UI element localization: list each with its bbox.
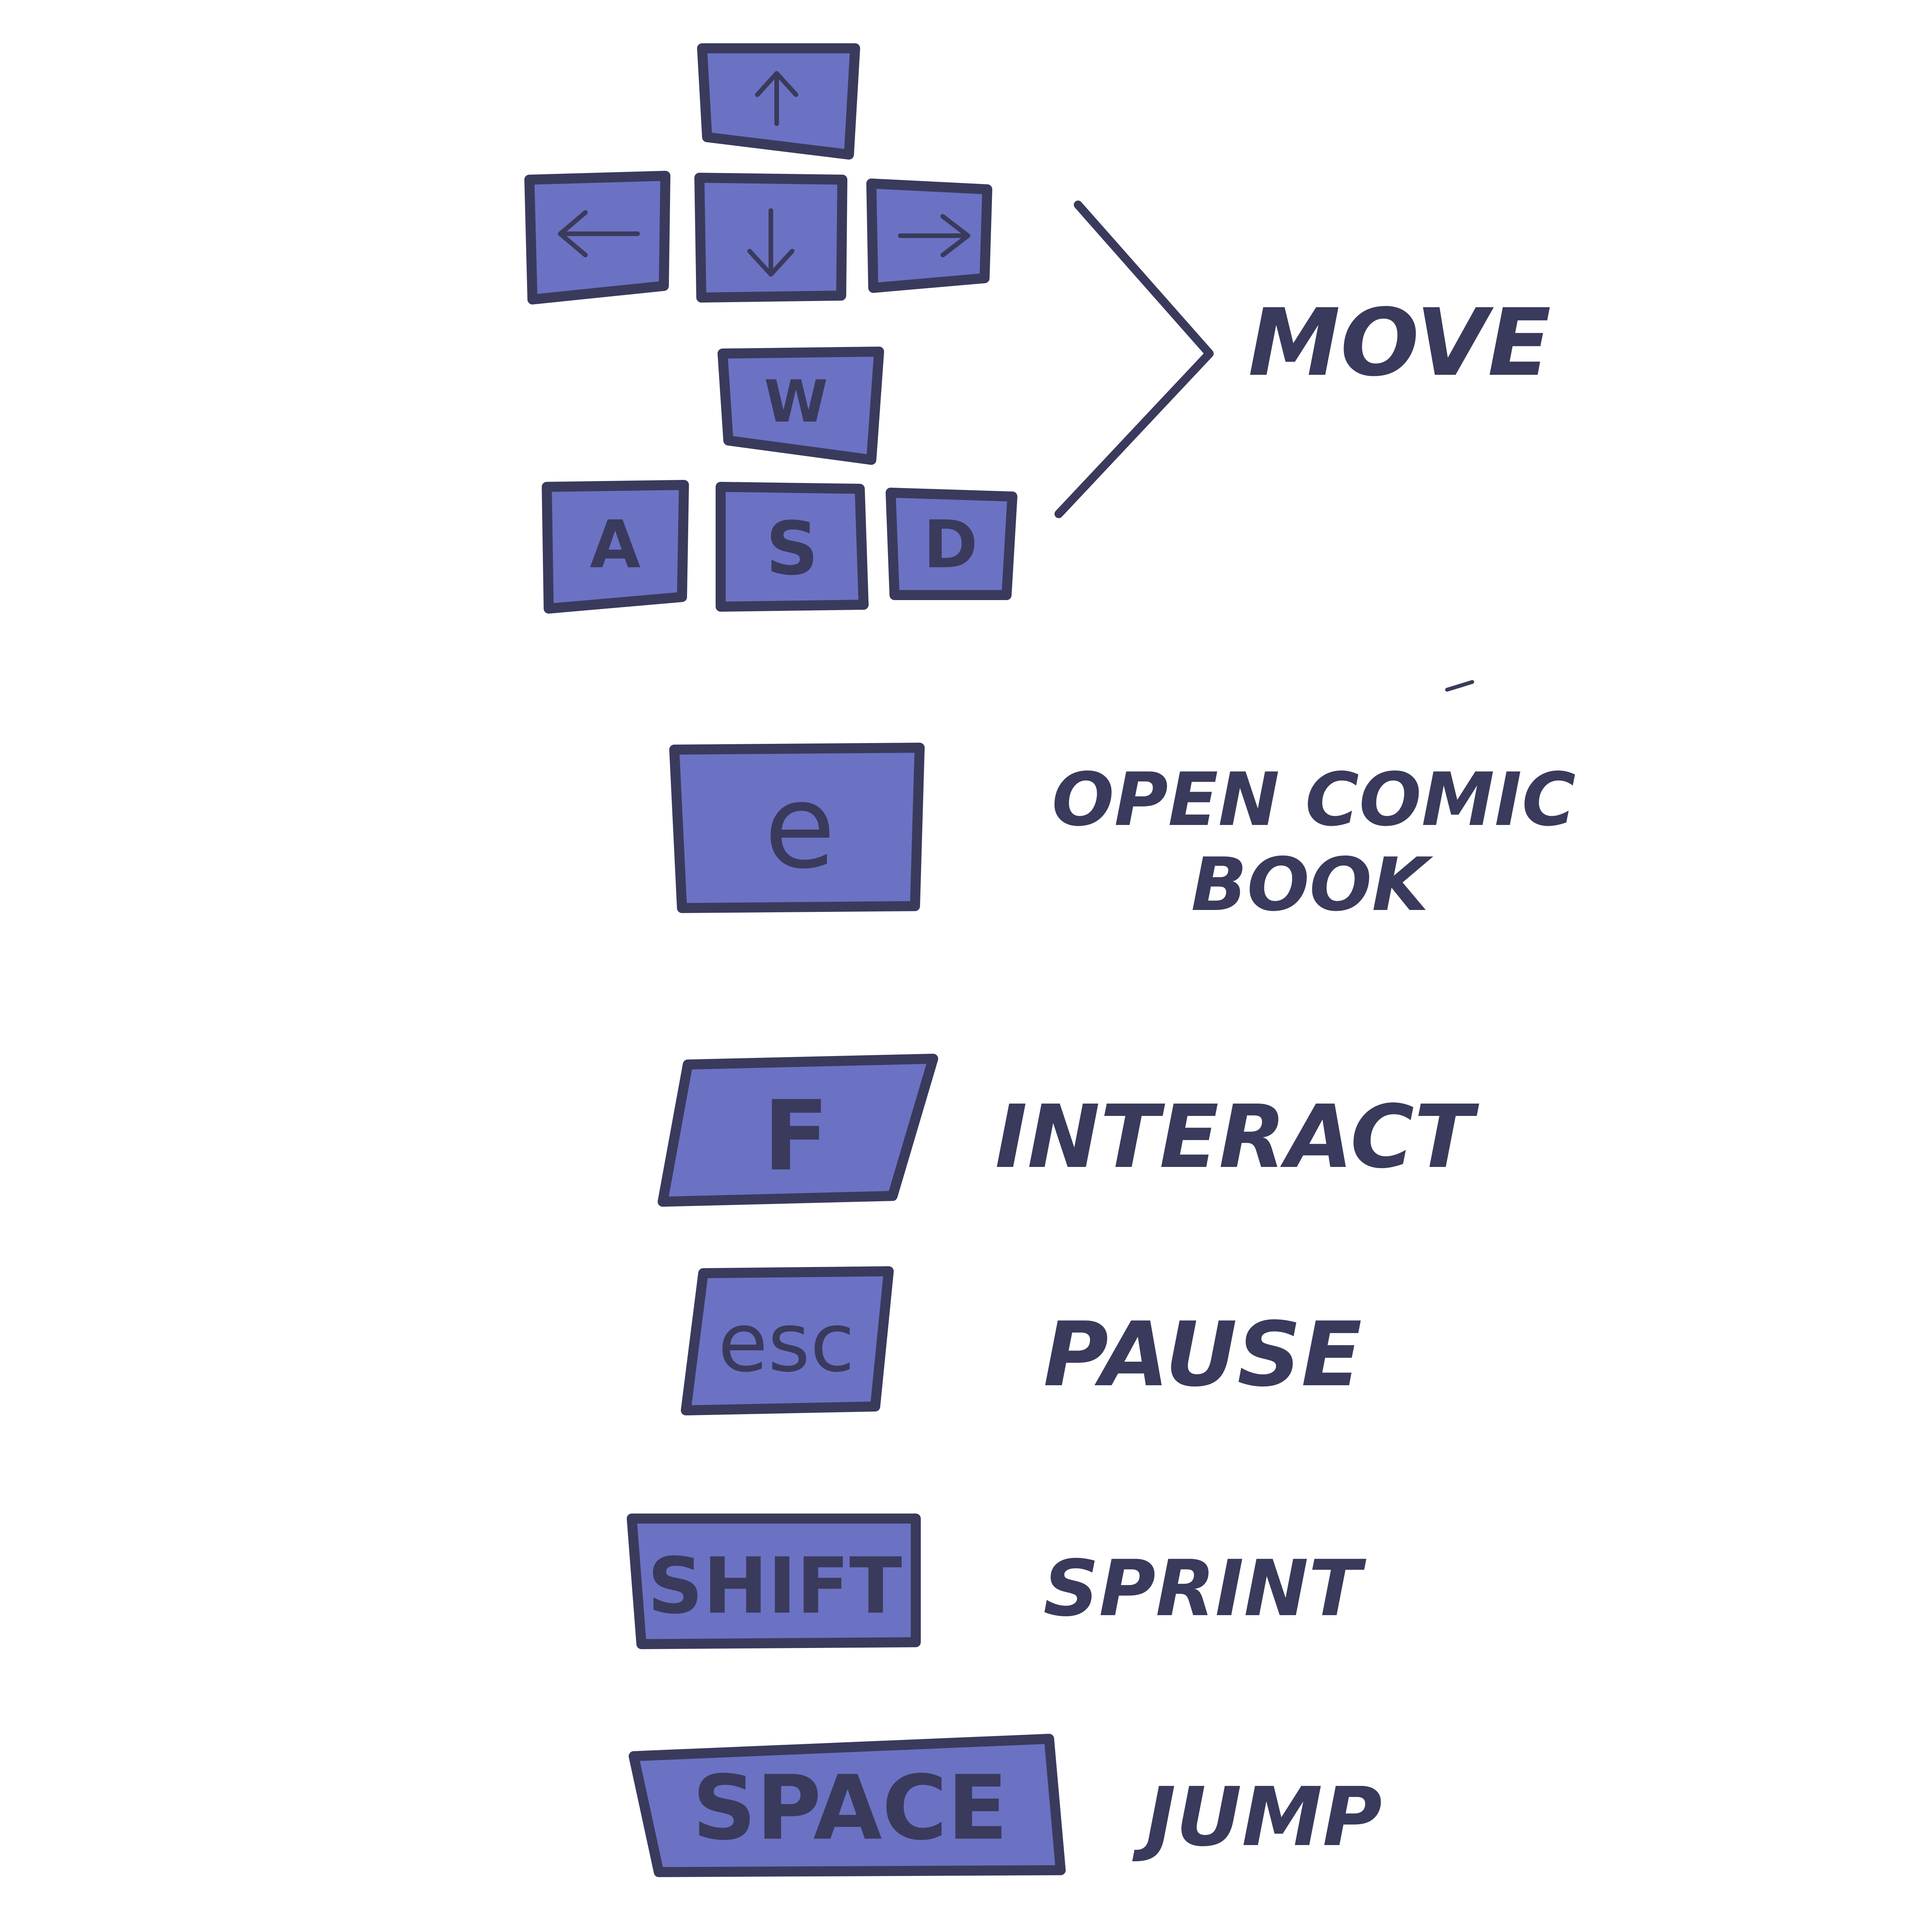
key-e-label: e [764,760,836,895]
key-space-label: SPACE [692,1757,1008,1860]
key-space: SPACE [629,1734,1066,1877]
key-arrow-down [694,173,847,303]
key-esc-label: esc [718,1296,855,1390]
arrow-left-icon [558,210,640,257]
arrow-up-icon [755,71,798,126]
key-w-label: W [764,368,828,435]
key-esc: esc [681,1266,894,1415]
pause-label: PAUSE [1043,1303,1362,1406]
arrow-down-icon [747,208,794,277]
interact-label: INTERACT [995,1087,1480,1188]
move-label: MOVE [1248,289,1551,397]
open-comic-book-label-line2: BOOK [1191,842,1434,927]
sprint-label: SPRINT [1043,1544,1366,1634]
key-d: D [886,488,1017,600]
key-f-label: F [763,1080,829,1192]
key-shift-label: SHIFT [648,1541,902,1631]
key-w: W [718,347,884,465]
key-arrow-left [524,171,670,304]
key-a-label: A [590,507,641,583]
key-s: S [716,482,869,612]
key-d-label: D [923,507,978,583]
key-arrow-right [866,179,992,293]
open-comic-book-label-line1: OPEN COMIC [1052,757,1576,842]
move-bracket [1054,201,1214,518]
key-f: F [658,1054,938,1207]
key-s-label: S [766,506,819,592]
key-e: e [669,743,925,913]
jump-label: JUMP [1132,1770,1382,1864]
arrow-right-icon [898,214,970,257]
key-a: A [542,480,689,614]
key-arrow-up [697,43,860,160]
key-shift: SHIFT [627,1514,921,1649]
stray-mark [1445,680,1474,692]
